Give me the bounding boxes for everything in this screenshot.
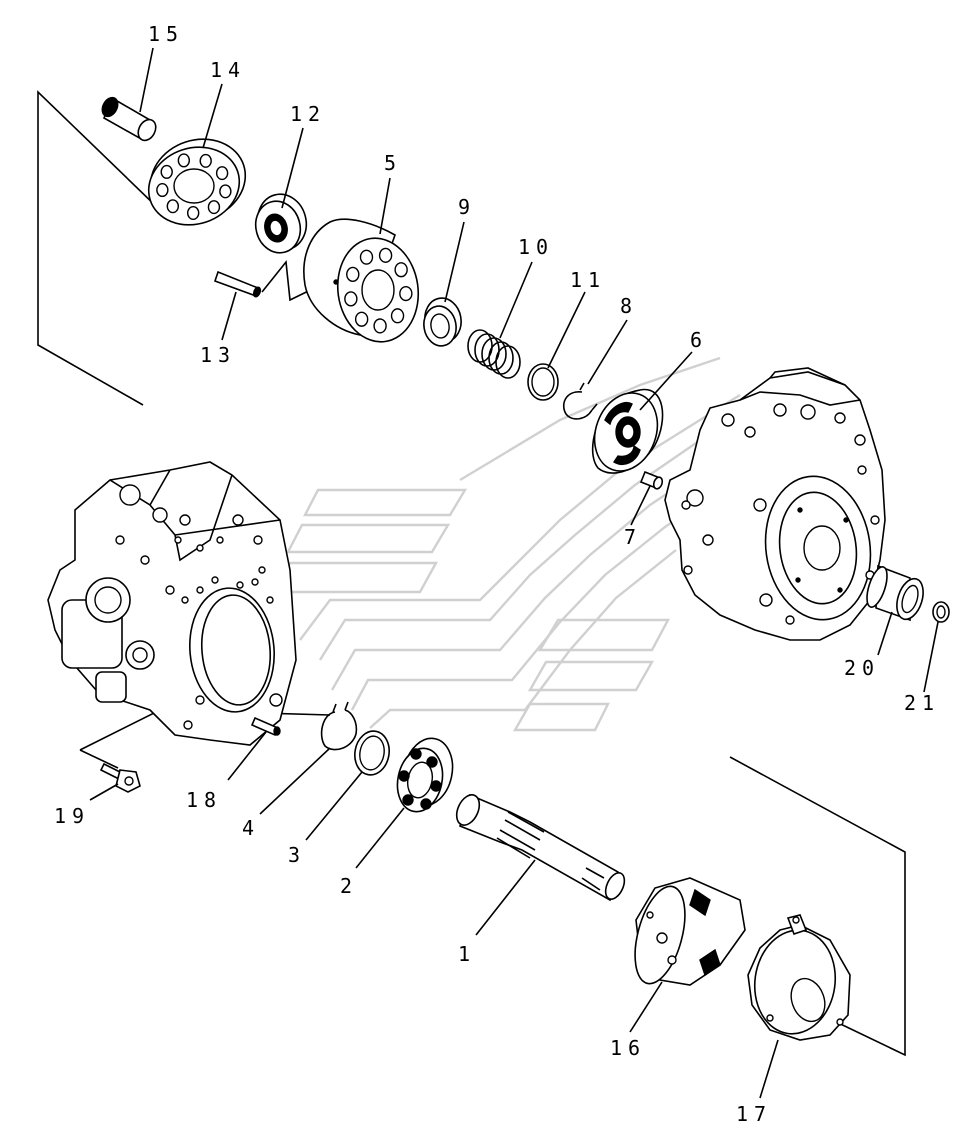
- leader-8: [588, 320, 627, 384]
- leader-18: [228, 732, 266, 780]
- part-15-pin: [99, 95, 159, 144]
- part-8-snap-ring: [564, 383, 597, 419]
- cylinder-bore: [400, 287, 412, 301]
- part-1-shaft: [452, 791, 628, 902]
- watermark-logo: [276, 358, 740, 730]
- leader-4: [260, 748, 330, 814]
- leader-lines: [90, 48, 938, 1098]
- leader-11: [548, 292, 585, 368]
- leader-14: [203, 84, 222, 148]
- cylinder-bore: [347, 267, 359, 281]
- part-10-spring: [468, 330, 520, 378]
- part-4-snap-ring: [322, 702, 357, 750]
- leader-3: [306, 772, 362, 840]
- cylinder-bore: [374, 319, 386, 333]
- label-part-2: 2: [340, 874, 359, 898]
- part-11-washer: [528, 364, 558, 400]
- part-16-swash-plate: [626, 878, 745, 989]
- label-part-7: 7: [624, 525, 643, 549]
- leader-2: [356, 808, 404, 868]
- label-part-9: 9: [458, 195, 477, 219]
- plate-hole: [208, 201, 219, 214]
- part-21-ring: [933, 602, 949, 622]
- part-18-pin: [252, 718, 280, 735]
- leader-7: [631, 486, 650, 525]
- part-7-pin: [641, 472, 664, 490]
- label-part-17: 17: [736, 1102, 773, 1126]
- label-part-21: 21: [904, 691, 941, 715]
- left-housing: [48, 462, 296, 745]
- plate-hole: [167, 200, 178, 213]
- cylinder-bore: [360, 250, 372, 264]
- plate-hole: [161, 166, 172, 179]
- leader-15: [140, 48, 153, 112]
- label-part-14: 14: [210, 58, 247, 82]
- leader-1: [476, 860, 535, 935]
- leader-5: [380, 178, 390, 234]
- part-5-cylinder-block: [304, 219, 425, 347]
- label-part-11: 11: [570, 268, 607, 292]
- right-housing: [665, 368, 885, 640]
- leader-20: [878, 612, 892, 655]
- cylinder-bore: [380, 248, 392, 262]
- plate-hole: [188, 207, 199, 220]
- label-part-8: 8: [620, 294, 639, 318]
- label-part-15: 15: [148, 22, 185, 46]
- label-part-10: 10: [518, 235, 555, 259]
- label-part-6: 6: [690, 328, 709, 352]
- leader-9: [445, 222, 464, 302]
- lower-right-guide-frame: [730, 757, 905, 1055]
- label-part-3: 3: [288, 843, 307, 867]
- label-part-16: 16: [610, 1036, 647, 1060]
- plate-hole: [178, 154, 189, 167]
- label-part-5: 5: [384, 151, 403, 175]
- plate-hole: [157, 184, 168, 197]
- upper-left-guide-frame: [38, 92, 160, 405]
- label-part-18: 18: [186, 788, 223, 812]
- leader-16: [630, 982, 662, 1032]
- plate-hole: [200, 155, 211, 168]
- leader-10: [500, 262, 532, 338]
- part-12-bearing: [250, 189, 312, 258]
- label-part-4: 4: [242, 816, 261, 840]
- label-part-20: 20: [844, 656, 881, 680]
- plate-hole: [220, 185, 231, 198]
- cylinder-bore: [395, 263, 407, 277]
- label-part-12: 12: [290, 102, 327, 126]
- part-6-valve-plate: [584, 384, 668, 480]
- part-17-cover: [748, 915, 850, 1040]
- plate-hole: [217, 167, 228, 180]
- part-19-bolt: [101, 764, 140, 792]
- leader-21: [924, 622, 938, 692]
- part-9-spacer: [421, 295, 465, 348]
- part-20-bushing: [863, 565, 928, 623]
- part-2-bearing: [392, 734, 459, 816]
- part-13-pin: [215, 272, 262, 298]
- label-part-1: 1: [458, 942, 477, 966]
- leader-12: [282, 128, 303, 208]
- label-part-13: 13: [200, 343, 237, 367]
- cylinder-bore: [345, 292, 357, 306]
- leader-17: [760, 1040, 778, 1098]
- cylinder-bore: [356, 312, 368, 326]
- part-3-ring: [351, 728, 392, 777]
- leader-13: [222, 292, 236, 340]
- leader-6: [640, 352, 692, 410]
- leader-19: [90, 784, 118, 800]
- cylinder-bore: [392, 309, 404, 323]
- part-14-retainer-plate: [139, 127, 257, 236]
- label-part-19: 19: [54, 804, 91, 828]
- bolt-guide-line-2: [80, 750, 118, 768]
